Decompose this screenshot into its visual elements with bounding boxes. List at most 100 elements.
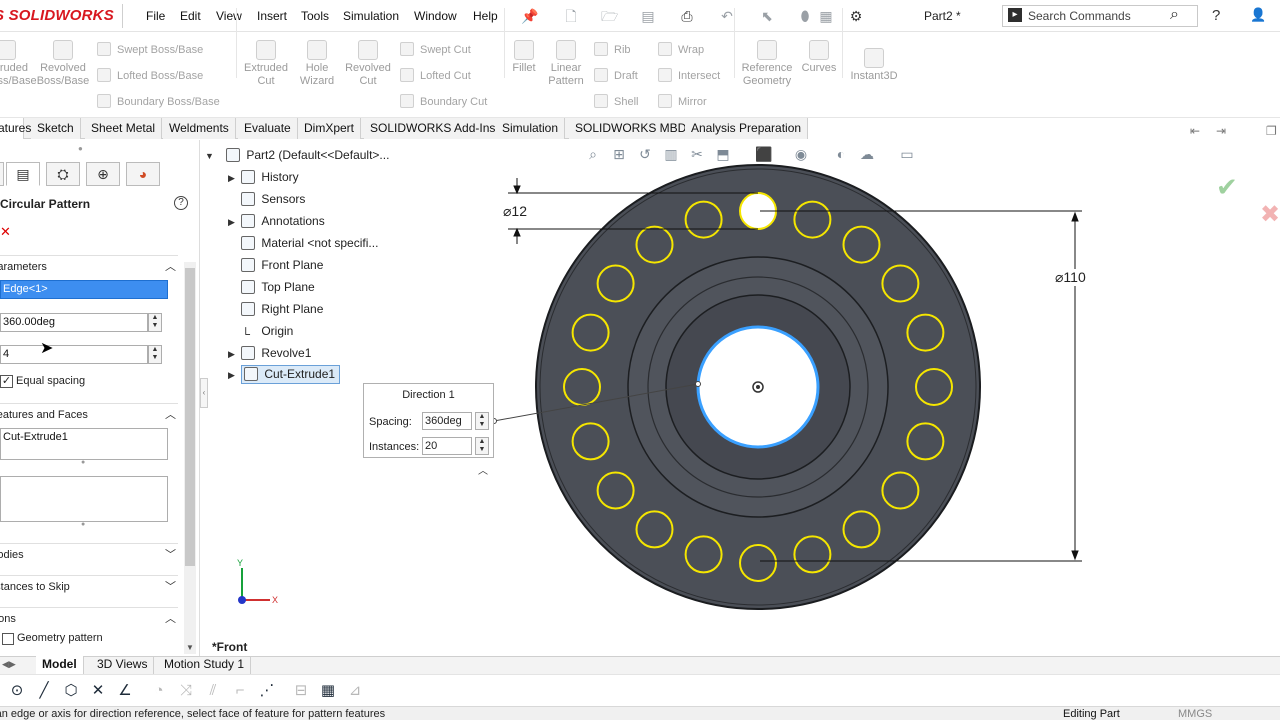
callout-instances-input[interactable]: 20 bbox=[422, 437, 472, 455]
previous-view-icon[interactable]: ↺ bbox=[639, 146, 651, 162]
pin-icon[interactable]: 📌 bbox=[521, 8, 539, 24]
boundary-boss-button[interactable]: Boundary Boss/Base bbox=[97, 94, 220, 108]
selection-box-icon[interactable]: ⋰ bbox=[259, 682, 275, 699]
tree-item-cut-extrude1[interactable]: ▶ Cut-Extrude1 bbox=[228, 364, 341, 384]
linear-pattern-button[interactable]: Linear Pattern bbox=[544, 40, 588, 88]
instant3d-button[interactable]: Instant3D bbox=[846, 48, 902, 83]
line-tool-icon[interactable]: ╱ bbox=[39, 682, 49, 699]
cancel-button[interactable]: ✕ bbox=[0, 224, 11, 239]
display-style-icon[interactable]: ⬛ bbox=[755, 146, 773, 162]
zoom-to-area-icon[interactable]: ⊞ bbox=[613, 146, 625, 162]
search-commands-field[interactable] bbox=[1002, 5, 1198, 27]
user-account-icon[interactable]: 👤 bbox=[1250, 7, 1267, 22]
edit-appearance-icon[interactable]: ◐ bbox=[836, 146, 846, 162]
property-manager-tab[interactable]: ▤ bbox=[6, 162, 40, 186]
spacing-spinner[interactable]: ▲▼ bbox=[475, 412, 489, 430]
options-gear-icon[interactable]: ⚙ bbox=[849, 8, 863, 24]
parameters-group-header[interactable]: Parameters ︿ bbox=[0, 255, 178, 277]
fillet-button[interactable]: Fillet bbox=[508, 40, 540, 75]
dynamic-annotation-icon[interactable]: ✂ bbox=[691, 146, 703, 162]
mirror-button[interactable]: Mirror bbox=[658, 94, 707, 108]
reference-geometry-button[interactable]: Reference Geometry bbox=[738, 40, 796, 88]
menu-insert[interactable]: Insert bbox=[257, 9, 288, 23]
undo-icon[interactable]: ↶ bbox=[721, 8, 733, 24]
tree-item-revolve1[interactable]: ▶ Revolve1 bbox=[228, 343, 311, 363]
trim-tool-icon[interactable]: ✕ bbox=[91, 682, 105, 699]
relation-tool-icon[interactable]: ⊿ bbox=[348, 682, 362, 699]
save-icon[interactable]: ▤ bbox=[641, 8, 655, 24]
menu-view[interactable]: View bbox=[216, 9, 242, 23]
tab-analysis-preparation[interactable]: Analysis Preparation bbox=[685, 118, 809, 139]
bodies-group-header[interactable]: Bodies ﹀ bbox=[0, 543, 178, 565]
tree-item-annotations[interactable]: ▶ Annotations bbox=[228, 211, 325, 231]
extruded-cut-button[interactable]: Extruded Cut bbox=[240, 40, 292, 88]
rebuild-icon[interactable]: ⬮ bbox=[800, 8, 810, 24]
tab-sketch[interactable]: Sketch bbox=[31, 118, 81, 139]
diameter-110-dimension[interactable]: ⌀110 bbox=[1054, 269, 1087, 286]
angle-spinner[interactable]: ▲▼ bbox=[148, 313, 162, 332]
feature-manager-tab[interactable] bbox=[0, 162, 4, 186]
intersect-button[interactable]: Intersect bbox=[658, 68, 720, 82]
instances-to-skip-group-header[interactable]: Instances to Skip ﹀ bbox=[0, 575, 178, 597]
revolved-boss-button[interactable]: Revolved Boss/Base bbox=[34, 40, 92, 88]
splitter-handle[interactable]: ● bbox=[78, 144, 83, 153]
menu-simulation[interactable]: Simulation bbox=[343, 9, 400, 23]
options-group-header[interactable]: Options ︿ bbox=[0, 607, 178, 629]
spacing-input[interactable]: 360deg bbox=[422, 412, 472, 430]
configuration-manager-tab[interactable]: ⛭ bbox=[46, 162, 80, 186]
menu-tools[interactable]: Tools bbox=[301, 9, 330, 23]
corner-tool-icon[interactable]: ⌐ bbox=[235, 682, 245, 699]
angle-input[interactable]: 360.00deg bbox=[0, 313, 148, 332]
fillet-tool-icon[interactable]: ◔ bbox=[154, 682, 164, 699]
list-item[interactable]: Cut-Extrude1 bbox=[3, 431, 68, 443]
shell-button[interactable]: Shell bbox=[594, 94, 638, 108]
new-document-icon[interactable]: 🗋 bbox=[565, 8, 577, 24]
swept-boss-button[interactable]: Swept Boss/Base bbox=[97, 42, 203, 56]
grid-tool-icon[interactable]: ▦ bbox=[320, 682, 336, 699]
help-icon[interactable]: ? bbox=[174, 196, 188, 210]
menu-help[interactable]: Help bbox=[473, 9, 498, 23]
lofted-boss-button[interactable]: Lofted Boss/Base bbox=[97, 68, 203, 82]
tree-item-front-plane[interactable]: Front Plane bbox=[228, 255, 323, 275]
list-resize-handle[interactable]: ● bbox=[81, 459, 86, 466]
tab-scroll-arrows-icon[interactable]: ◀▶ bbox=[2, 659, 16, 669]
menu-edit[interactable]: Edit bbox=[180, 9, 201, 23]
rib-button[interactable]: Rib bbox=[594, 42, 631, 56]
menu-file[interactable]: File bbox=[146, 9, 166, 23]
tab-sheet-metal[interactable]: Sheet Metal bbox=[85, 118, 163, 139]
tab-3d-views[interactable]: 3D Views bbox=[91, 656, 155, 674]
swept-cut-button[interactable]: Swept Cut bbox=[400, 42, 471, 56]
extruded-boss-button[interactable]: Extruded Boss/Base bbox=[0, 40, 37, 88]
cancel-x-icon[interactable]: ✖ bbox=[1260, 201, 1280, 228]
tree-item-history[interactable]: ▶ History bbox=[228, 167, 299, 187]
features-to-pattern-list[interactable]: Cut-Extrude1 bbox=[0, 428, 168, 460]
revolved-cut-button[interactable]: Revolved Cut bbox=[342, 40, 394, 88]
geometry-pattern-checkbox[interactable] bbox=[2, 633, 14, 645]
search-icon[interactable]: ⌕ bbox=[1170, 6, 1179, 23]
hole-wizard-button[interactable]: Hole Wizard bbox=[294, 40, 340, 88]
boundary-cut-button[interactable]: Boundary Cut bbox=[400, 94, 487, 108]
draft-button[interactable]: Draft bbox=[594, 68, 638, 82]
tree-root[interactable]: ▼ Part2 (Default<<Default>... bbox=[205, 145, 389, 165]
linear-pattern-tool-icon[interactable]: ⊟ bbox=[294, 682, 308, 699]
search-input[interactable]: Search Commands bbox=[1028, 9, 1131, 23]
scrollbar-thumb[interactable] bbox=[185, 268, 195, 566]
features-faces-group-header[interactable]: Features and Faces ︿ bbox=[0, 403, 178, 425]
tab-simulation[interactable]: Simulation bbox=[496, 118, 566, 139]
tab-weldments[interactable]: Weldments bbox=[163, 118, 236, 139]
list-resize-handle[interactable]: ● bbox=[81, 521, 86, 528]
tab-solidworks-add-ins[interactable]: SOLIDWORKS Add-Ins bbox=[364, 118, 503, 139]
tab-dimxpert[interactable]: DimXpert bbox=[298, 118, 362, 139]
curves-button[interactable]: Curves bbox=[798, 40, 840, 75]
menu-window[interactable]: Window bbox=[414, 9, 457, 23]
tree-item-top-plane[interactable]: Top Plane bbox=[228, 277, 315, 297]
callout-instances-spinner[interactable]: ▲▼ bbox=[475, 437, 489, 455]
callout-collapse-icon[interactable]: ︿ bbox=[478, 466, 488, 477]
lofted-cut-button[interactable]: Lofted Cut bbox=[400, 68, 471, 82]
tab-solidworks-mbd[interactable]: SOLIDWORKS MBD bbox=[569, 118, 694, 139]
tree-item-origin[interactable]: └Origin bbox=[228, 321, 293, 341]
help-icon[interactable]: ? bbox=[1212, 7, 1221, 24]
ok-checkmark-icon[interactable]: ✔ bbox=[1216, 172, 1238, 202]
select-icon[interactable]: ⬉ bbox=[761, 8, 773, 24]
convert-entities-icon[interactable]: ⫽ bbox=[209, 682, 217, 699]
